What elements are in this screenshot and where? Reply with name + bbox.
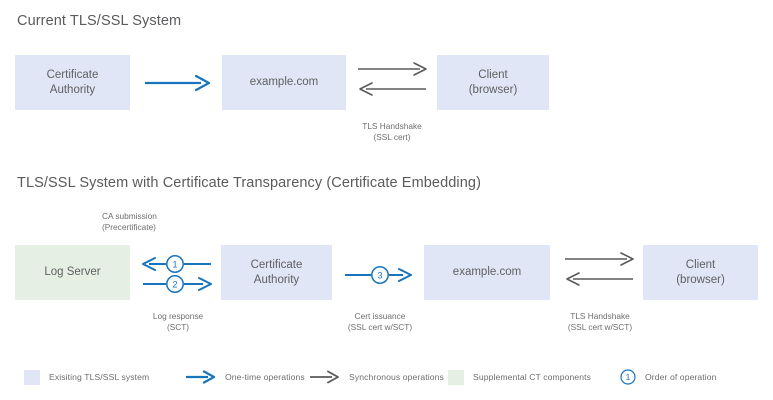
legend-item-order-of-operation: 1 Order of operation — [620, 364, 717, 390]
step-number-1: 1 — [172, 259, 177, 269]
node-label: example.com — [452, 266, 522, 278]
legend-label: Exisiting TLS/SSL system — [49, 372, 150, 382]
node-label: Certificate Authority — [46, 68, 99, 96]
node-certificate-authority-row2: Certificate Authority — [221, 245, 332, 300]
caption-tls-handshake-row1: TLS Handshake (SSL cert) — [362, 121, 422, 142]
blue-arrow-icon — [186, 370, 216, 384]
legend-item-existing-tls-ssl-system: Exisiting TLS/SSL system — [24, 364, 149, 390]
connector-tls-handshake-row2 — [565, 252, 635, 292]
connector-cert-issuance: 3 — [345, 264, 415, 286]
node-label: Client (browser) — [468, 68, 518, 96]
node-label: Certificate Authority — [250, 258, 303, 286]
connector-tls-handshake-row1 — [358, 62, 428, 102]
legend-step-number: 1 — [626, 372, 631, 382]
node-example-com-row2: example.com — [424, 245, 550, 300]
node-certificate-authority-row1: Certificate Authority — [15, 55, 130, 110]
section-title-ct-system: TLS/SSL System with Certificate Transpar… — [17, 175, 481, 191]
legend-item-synchronous-operations: Synchronous operations — [310, 364, 444, 390]
legend-label: One-time operations — [225, 372, 305, 382]
green-swatch-icon — [448, 369, 464, 385]
connector-ca-to-example-row1 — [145, 74, 211, 92]
node-client-browser-row2: Client (browser) — [643, 245, 758, 300]
node-client-browser-row1: Client (browser) — [437, 55, 549, 110]
gray-arrow-icon — [310, 370, 340, 384]
node-label: Log Server — [44, 266, 101, 278]
legend-label: Order of operation — [645, 372, 717, 382]
legend-label: Synchronous operations — [349, 372, 444, 382]
caption-log-response: Log response (SCT) — [152, 311, 204, 332]
node-label: Client (browser) — [676, 258, 725, 286]
legend-item-supplemental-ct-components: Supplemental CT components — [448, 364, 591, 390]
step-number-3: 3 — [377, 270, 382, 280]
caption-tls-handshake-row2: TLS Handshake (SSL cert w/SCT) — [567, 311, 633, 332]
step-number-2: 2 — [172, 279, 177, 289]
legend: Exisiting TLS/SSL system One-time operat… — [0, 364, 773, 390]
caption-ca-submission: CA submission (Precertificate) — [102, 211, 157, 232]
caption-cert-issuance: Cert issuance (SSL cert w/SCT) — [347, 311, 413, 332]
legend-label: Supplemental CT components — [473, 372, 592, 382]
node-log-server: Log Server — [15, 245, 130, 300]
node-example-com-row1: example.com — [222, 55, 346, 110]
blue-swatch-icon — [24, 369, 40, 385]
node-label: example.com — [249, 76, 319, 88]
connector-ca-submission-arrows: 1 2 — [141, 253, 215, 295]
section-title-current-system: Current TLS/SSL System — [17, 13, 182, 29]
legend-item-one-time-operations: One-time operations — [186, 364, 305, 390]
numbered-circle-icon: 1 — [620, 369, 636, 385]
